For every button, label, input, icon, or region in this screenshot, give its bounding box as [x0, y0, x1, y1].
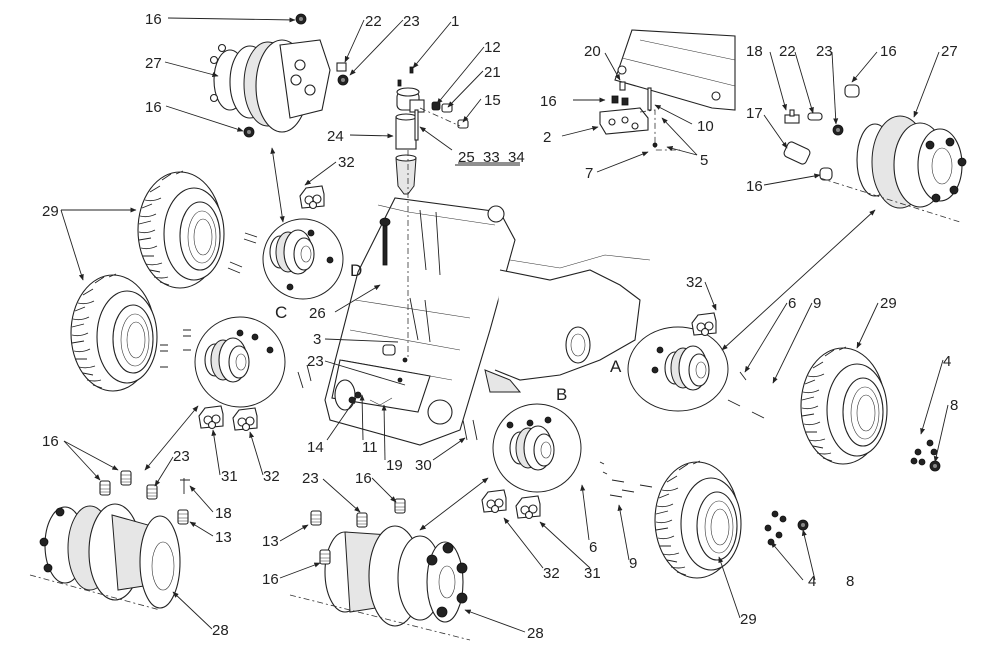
callout-11: 11: [362, 439, 378, 456]
callout-26: 26: [309, 305, 326, 322]
callout-16: 16: [355, 470, 372, 487]
detail-label-c: C: [275, 303, 287, 322]
callout-27: 27: [941, 43, 958, 60]
tire-middle-left: [70, 273, 158, 392]
callout-7: 7: [585, 165, 593, 182]
callout-16: 16: [145, 11, 162, 28]
callout-22: 22: [779, 43, 796, 60]
callout-32: 32: [338, 154, 355, 171]
callout-16: 16: [262, 571, 279, 588]
callout-4: 4: [808, 573, 816, 590]
callout-25-33-34: 25 33 34: [458, 149, 525, 166]
detail-circle-a: [627, 326, 729, 412]
valve-block: [599, 29, 736, 151]
callout-13: 13: [215, 529, 232, 546]
callout-23: 23: [307, 353, 324, 370]
callout-15: 15: [484, 92, 501, 109]
tire-bottom-center: [654, 460, 742, 579]
callout-9: 9: [629, 555, 637, 572]
detail-circle-b: [492, 403, 582, 493]
callout-29: 29: [740, 611, 757, 628]
callout-16: 16: [145, 99, 162, 116]
callout-23: 23: [816, 43, 833, 60]
callout-16: 16: [540, 93, 557, 110]
callout-24: 24: [327, 128, 344, 145]
callout-labels: 16 27 16 22 23 1 12 21 15 24 25 33 34 32…: [42, 11, 958, 642]
tire-top-left: [137, 170, 225, 289]
callout-32: 32: [263, 468, 280, 485]
explode-arrows: [144, 147, 876, 531]
leader-lines: [60, 17, 949, 633]
detail-label-b: B: [556, 385, 567, 404]
callout-30: 30: [415, 457, 432, 474]
callout-10: 10: [697, 118, 714, 135]
callout-6: 6: [788, 295, 796, 312]
callout-17: 17: [746, 105, 763, 122]
lug-hardware: [160, 232, 941, 546]
main-chassis-frame: [324, 150, 651, 446]
callout-2: 2: [543, 129, 551, 146]
drive-motor-bottom-center: [289, 498, 471, 641]
callout-19: 19: [386, 457, 403, 474]
callout-23: 23: [173, 448, 190, 465]
drive-motor-top-right: [783, 84, 967, 223]
drive-motor-bottom-left: [29, 470, 190, 611]
callout-21: 21: [484, 64, 501, 81]
callout-8: 8: [950, 397, 958, 414]
callout-4: 4: [943, 353, 951, 370]
callout-5: 5: [700, 152, 708, 169]
callout-18: 18: [215, 505, 232, 522]
detail-label-d: D: [350, 261, 362, 280]
callout-12: 12: [484, 39, 501, 56]
detail-label-a: A: [610, 357, 622, 376]
callout-8: 8: [846, 573, 854, 590]
callout-32: 32: [543, 565, 560, 582]
detail-circle-d: [262, 218, 344, 300]
callout-32: 32: [686, 274, 703, 291]
callout-20: 20: [584, 43, 601, 60]
callout-18: 18: [746, 43, 763, 60]
callout-31: 31: [221, 468, 238, 485]
detail-circle-c: [194, 316, 286, 408]
callout-23: 23: [403, 13, 420, 30]
callout-16: 16: [746, 178, 763, 195]
callout-27: 27: [145, 55, 162, 72]
callout-28: 28: [212, 622, 229, 639]
callout-3: 3: [313, 331, 321, 348]
callout-29: 29: [880, 295, 897, 312]
callout-16: 16: [880, 43, 897, 60]
filter-assembly: [395, 66, 469, 195]
callout-13: 13: [262, 533, 279, 550]
callout-16: 16: [42, 433, 59, 450]
callout-29: 29: [42, 203, 59, 220]
callout-9: 9: [813, 295, 821, 312]
callout-22: 22: [365, 13, 382, 30]
callout-23: 23: [302, 470, 319, 487]
callout-28: 28: [527, 625, 544, 642]
callout-14: 14: [307, 439, 324, 456]
drive-motor-top-left: [209, 13, 349, 138]
tire-right: [800, 346, 888, 465]
callout-1: 1: [451, 13, 459, 30]
callout-31: 31: [584, 565, 601, 582]
callout-6: 6: [589, 539, 597, 556]
